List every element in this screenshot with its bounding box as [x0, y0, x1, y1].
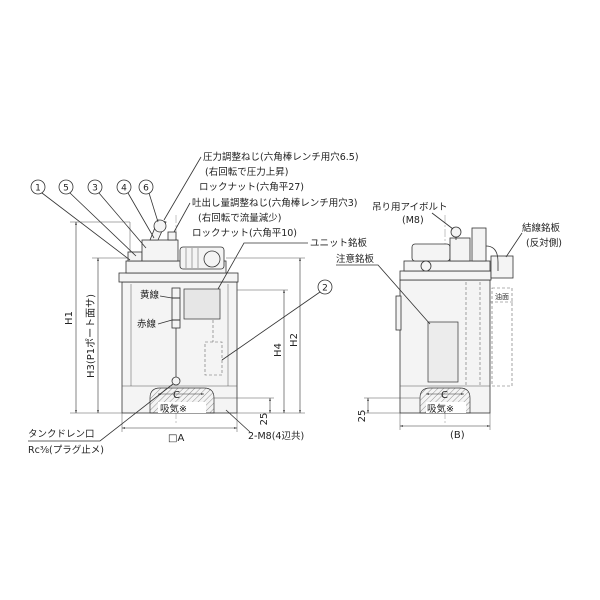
pressure-screw-leader: [163, 156, 202, 221]
lock-nut-27-label: ロックナット(六角平27): [199, 181, 304, 193]
item-leader: [69, 192, 137, 257]
side-gauge-hidden: [491, 287, 513, 387]
caution-plate-leader: [336, 264, 431, 325]
flow-adjust-screw: [167, 231, 177, 241]
side-motor: [411, 243, 451, 262]
front-motor-end-cover: [203, 250, 221, 268]
drain-plug-label: Rc⅜(プラグ止メ): [28, 444, 104, 456]
caution-plate: [427, 321, 459, 383]
front-intake-label-bg: [158, 402, 206, 413]
side-manifold-block: [403, 260, 491, 272]
wiring-plate-label: 結線銘板: [522, 222, 561, 234]
h3-dimension-label: H3(P1ポート面サ): [85, 294, 97, 378]
left-25-dimension-label: 25: [259, 413, 270, 426]
front-view: C 吸気※ 1 5: [28, 151, 368, 456]
front-pump-body: [141, 239, 179, 262]
side-intake-label: 吸気※: [427, 403, 454, 415]
h2-dimension-label: H2: [289, 333, 300, 347]
mount-holes-label: 2-M8(4辺共): [248, 431, 304, 442]
pressure-screw-label: 圧力調整ねじ(六角棒レンチ用穴6.5): [203, 151, 359, 163]
level-gauge: [171, 287, 181, 329]
unit-nameplate: [183, 288, 221, 320]
pressure-adjust-knob: [153, 219, 167, 233]
side-top-plate: [399, 270, 492, 281]
tank-drain-leader: [28, 383, 174, 442]
eyebolt-label: 吊り用アイボルト: [372, 202, 448, 213]
item-number-4: 4: [116, 179, 155, 239]
item-number-1: 1: [30, 179, 131, 261]
eyebolt-size-label: (M8): [402, 215, 424, 226]
h4-dimension-label: H4: [273, 343, 284, 357]
front-top-plate: [118, 272, 239, 283]
item-leader: [221, 291, 321, 361]
side-valve-block: [449, 237, 471, 262]
item-leader: [98, 192, 147, 249]
wiring-plate-leader: [505, 232, 523, 258]
h1-dimension-label: H1: [64, 311, 75, 325]
eyebolt-leader: [431, 212, 454, 230]
item-number-6: 6: [138, 179, 159, 223]
item-number-label: 1: [35, 184, 41, 194]
front-intake-label: 吸気※: [160, 403, 187, 415]
red-line-label: 赤線: [137, 318, 157, 330]
unit-nameplate-leader: [217, 242, 308, 290]
yellow-line-leader: [159, 295, 173, 299]
side-handle: [395, 295, 402, 331]
right-25-dimension-label: 25: [357, 410, 368, 423]
oil-level-label: 油面: [495, 292, 509, 301]
front-c-dimension-label: C: [173, 390, 180, 401]
side-view: 油面 C 吸気※ 吊り用アイボルト (M8) 結線銘板 (反対側) 注意銘板 2…: [336, 202, 562, 441]
width-b-dimension-label: (B): [450, 430, 465, 441]
unit-nameplate-label: ユニット銘板: [310, 237, 368, 249]
yellow-line-label: 黄線: [140, 289, 160, 301]
flow-screw-label: 吐出し量調整ねじ(六角棒レンチ用穴3): [192, 197, 357, 209]
item-number-label: 5: [63, 184, 69, 194]
item-leader: [41, 192, 131, 261]
tank-drain-label: タンクドレン口: [28, 429, 95, 440]
red-line-leader: [157, 319, 173, 325]
caution-plate-label: 注意銘板: [336, 253, 375, 265]
wiring-plate-side-label: (反対側): [526, 237, 562, 249]
side-intake-label-bg: [426, 402, 466, 413]
flow-screw-leader: [173, 202, 191, 233]
lock-nut-10-label: ロックナット(六角平10): [192, 227, 297, 239]
item-number-2: 2: [221, 279, 333, 361]
tank-drain-plug: [171, 376, 181, 386]
item-number-label: 2: [322, 284, 328, 294]
width-a-dimension-label: □A: [168, 433, 184, 444]
item-number-label: 4: [121, 184, 127, 194]
side-pipe: [485, 245, 499, 271]
item-number-3: 3: [87, 179, 147, 249]
side-fitting: [420, 260, 432, 272]
item-number-label: 6: [143, 184, 149, 194]
item-leader: [127, 192, 155, 239]
item-number-label: 3: [92, 184, 98, 194]
flow-screw-note: (右回転で流量減少): [198, 212, 281, 224]
item-number-5: 5: [58, 179, 137, 257]
side-relief-valve: [471, 227, 487, 262]
item-leader: [148, 192, 159, 223]
terminal-box: [490, 255, 514, 279]
side-c-dimension-label: C: [441, 390, 448, 401]
mount-holes-leader: [225, 409, 251, 433]
pressure-screw-note: (右回転で圧力上昇): [205, 166, 288, 178]
